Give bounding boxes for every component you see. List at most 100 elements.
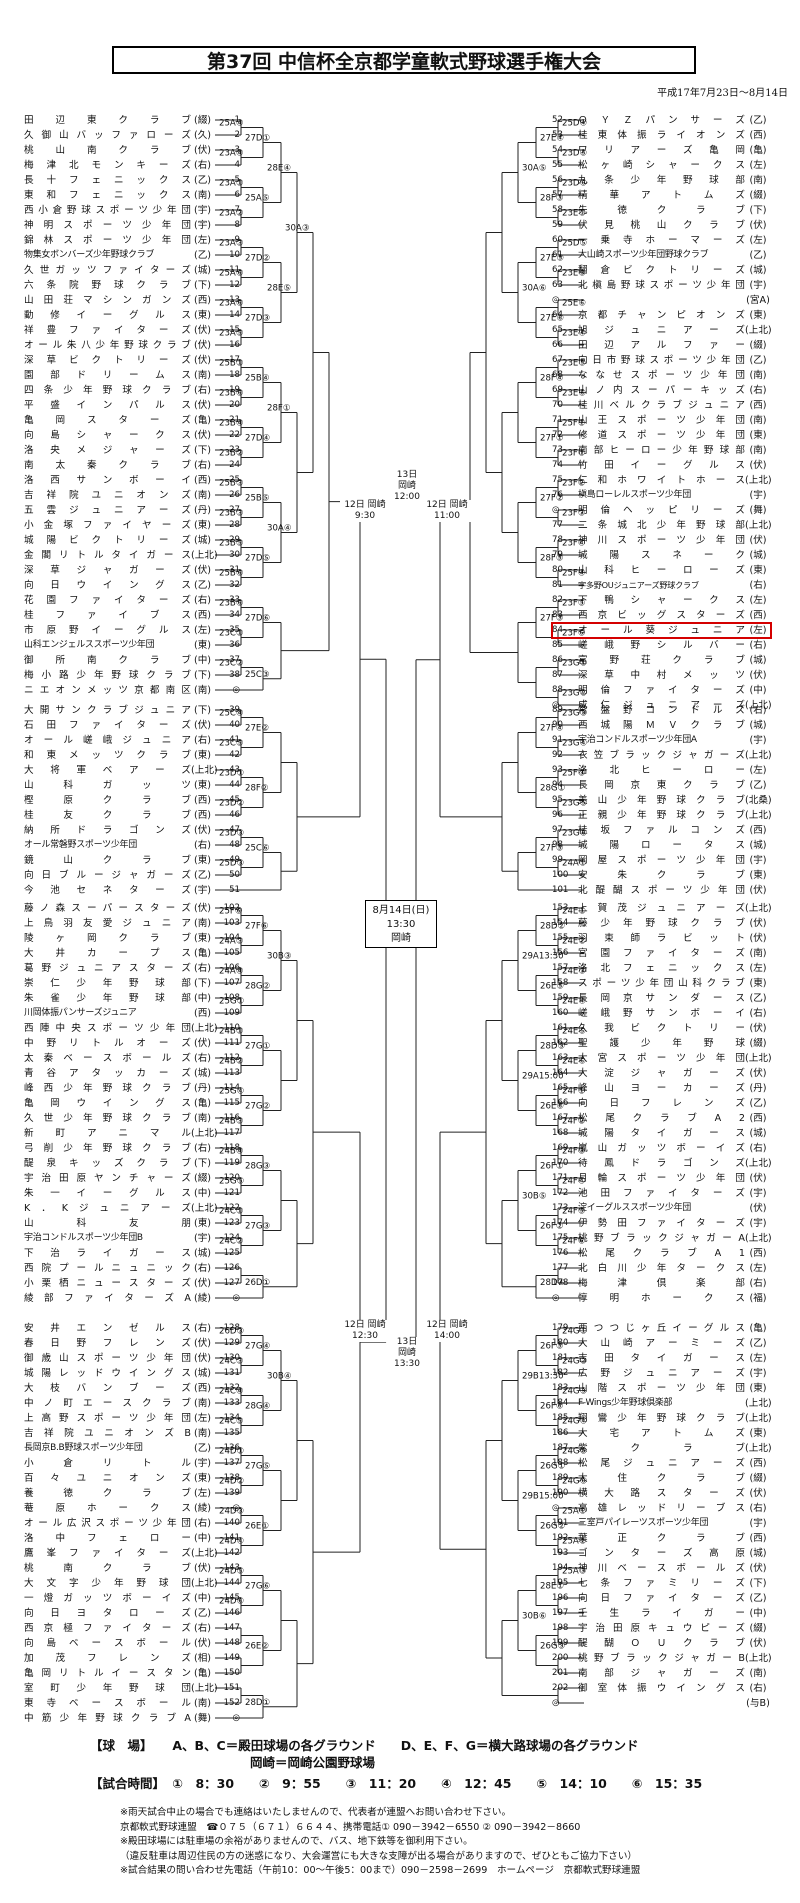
team-name: 大淀ジャガーズ (578, 1068, 745, 1079)
team-name: 梅津倶楽部 (578, 1278, 745, 1289)
team-name: 西つつじヶ丘イーグルス (578, 1323, 745, 1334)
team-region: (綴) (749, 1623, 767, 1634)
team-region: (綴) (749, 1038, 767, 1049)
team-region: (西) (749, 130, 767, 141)
team-number: 29 (229, 535, 240, 545)
team-row: 今池セネターズ(宇)51 (24, 883, 240, 898)
team-name: オール広沢スポーツ少年団 (24, 1518, 191, 1529)
team-name: 朱雀少年野球部 (24, 993, 191, 1004)
team-number: 30 (229, 550, 240, 560)
team-name: 田辺東クラブ (24, 115, 191, 126)
team-name: 大将軍ベアーズ (24, 765, 191, 776)
match-code: 23G① (562, 659, 587, 669)
team-name: 山科ガッツ (24, 780, 191, 791)
team-name: 向日ファイターズ (578, 1593, 745, 1604)
team-name: 一燈ガッツボーイズ (24, 1593, 191, 1604)
team-region: (綴) (749, 190, 767, 201)
team-region: (東) (749, 1383, 767, 1394)
match-code: 27F① (540, 434, 564, 444)
team-number: 63 (552, 280, 563, 290)
team-number: 21 (229, 415, 240, 425)
team-number: 39 (229, 705, 240, 715)
match-code: 23G④ (562, 739, 587, 749)
team-number: 10 (229, 250, 240, 260)
team-region: (伏) (193, 825, 212, 836)
match-code: 25B⑤ (245, 494, 270, 504)
team-number: 179 (552, 1323, 569, 1333)
team-region: (伏) (193, 430, 212, 441)
team-name: 北槇島野球スポーツ少年団 (578, 280, 745, 291)
team-number: 156 (552, 948, 569, 958)
team-number: 7 (234, 205, 240, 215)
team-number: 178 (552, 1278, 569, 1288)
team-number: 127 (223, 1278, 240, 1288)
note-5: ※試合結果の問い合わせ先電話（午前10：00～午後5：00まで）090－2598… (120, 1865, 641, 1877)
team-number: 153 (552, 903, 569, 913)
team-name: 大住クラブ (578, 1473, 745, 1484)
venue-label: 【球 場】 (90, 1738, 153, 1753)
team-name: 洛中フェロー (24, 1533, 191, 1544)
team-row: 百々ユニオンズ(東)138 (24, 1471, 240, 1486)
team-row: 四条少年野球クラブ(右)19 (24, 383, 240, 398)
team-row: 梅小路少年野球クラブ(下)38 (24, 668, 240, 683)
team-row: 動修イーグルス(東)14 (24, 308, 240, 323)
team-region: (右) (749, 1143, 767, 1154)
team-number: 76 (552, 490, 563, 500)
match-code: 28F⑤ (540, 554, 564, 564)
team-name: 園部ドリームス (24, 370, 191, 381)
team-name: 花園ファイターズ (24, 595, 191, 606)
team-name: 中ノ町エースクラブ (24, 1398, 191, 1409)
note-1: ※雨天試合中止の場合でも連絡はいたしませんので、代表者が連盟へお問い合わせ下さい… (120, 1807, 512, 1818)
match-code: 28E① (540, 1582, 564, 1592)
team-number: 44 (229, 780, 240, 790)
match-code: 24G④ (562, 1417, 587, 1427)
team-number: 177 (552, 1263, 569, 1273)
team-region: (右) (749, 580, 767, 591)
match-code: 25G① (219, 997, 244, 1007)
team-region: (伏) (749, 885, 767, 896)
team-number: 58 (552, 205, 563, 215)
team-region: (伏) (749, 1173, 767, 1184)
team-row: オール朱八少年野球クラブ(伏)16 (24, 338, 240, 353)
team-number: 34 (229, 610, 240, 620)
team-region: (綾) (193, 1503, 212, 1514)
match-code: 24G⑥ (562, 1477, 587, 1487)
team-region: (乙) (749, 115, 767, 126)
team-name: 山科エンジェルススポーツ少年団 (24, 640, 155, 650)
match-code: 27G④ (245, 1342, 270, 1352)
team-row: 山科エンジェルススポーツ少年団(東)36 (24, 638, 240, 653)
team-number: 152 (223, 1698, 240, 1708)
match-code: 25G⑤ (219, 1177, 244, 1187)
team-region: (上北) (191, 765, 218, 776)
team-name: 羽束師ラビット (578, 933, 745, 944)
match-code: 23F⑤ (562, 599, 586, 609)
team-number: 137 (223, 1458, 240, 1468)
team-region: (南) (749, 445, 767, 456)
team-name: 宇治コンドルスポーツ少年団A (578, 735, 697, 745)
team-number: 159 (552, 993, 569, 1003)
team-row: 菴原ホークス(綾)◎ (24, 1501, 240, 1516)
team-number: 37 (229, 655, 240, 665)
team-row: 久世少年野球クラブ(南)116 (24, 1111, 240, 1126)
team-name: 先徳クラブ (578, 205, 745, 216)
team-number: 68 (552, 370, 563, 380)
team-number: 96 (552, 810, 563, 820)
team-name: 和東メッツクラブ (24, 750, 191, 761)
schedule-line: 13日 (396, 1337, 418, 1347)
team-number: 121 (223, 1188, 240, 1198)
team-name: 大山崎スポーツ少年団野球クラブ (578, 250, 709, 260)
